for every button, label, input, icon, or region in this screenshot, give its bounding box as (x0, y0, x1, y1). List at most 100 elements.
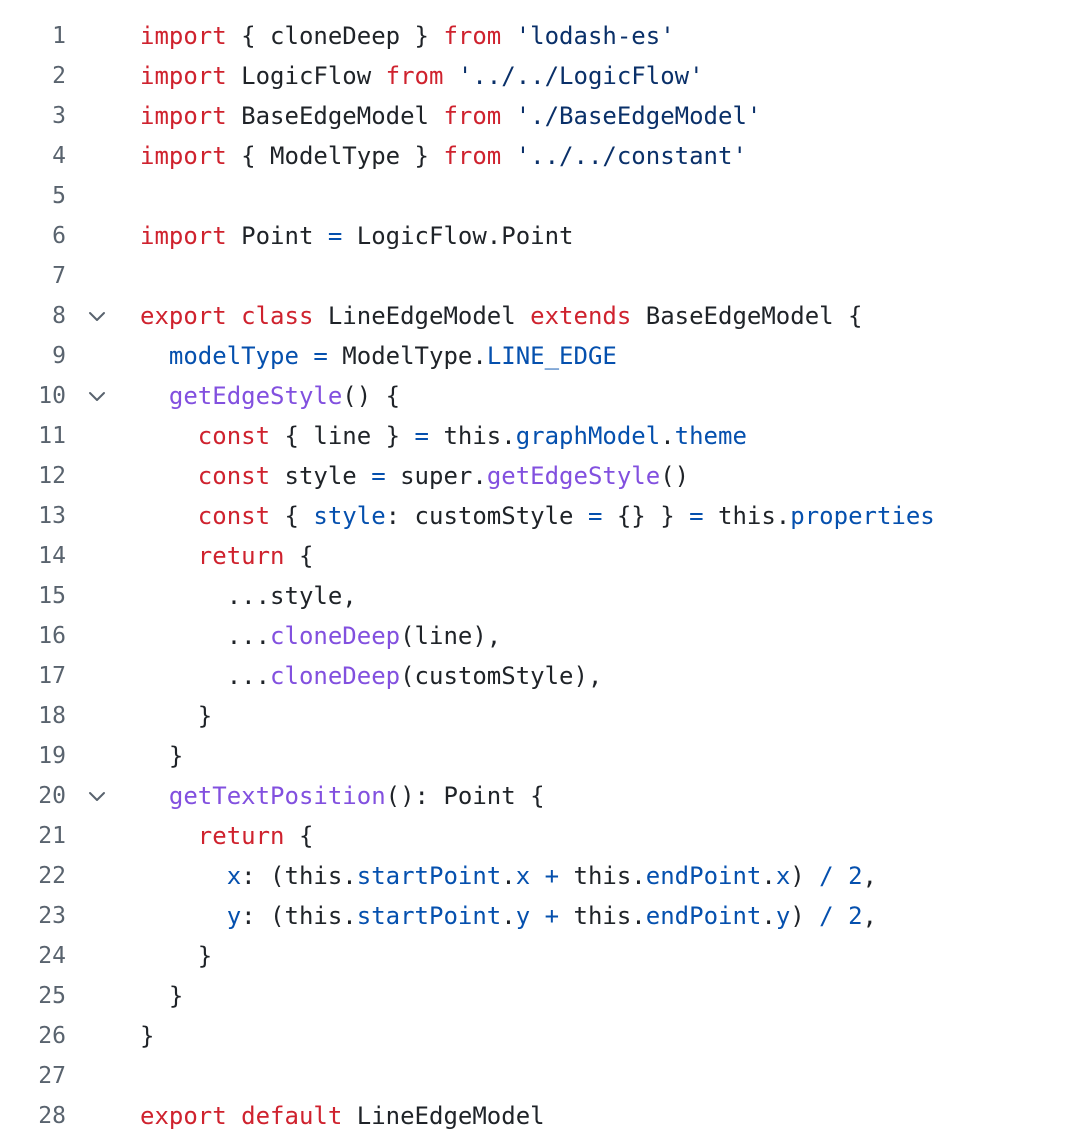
line-number[interactable]: 22 (38, 863, 66, 889)
code-text: export default LineEdgeModel (140, 1096, 545, 1136)
line-number[interactable]: 26 (38, 1023, 66, 1049)
code-line: 14 return { (0, 536, 1078, 576)
code-token-plain (140, 862, 227, 890)
code-line: 3 import BaseEdgeModel from './BaseEdgeMo… (0, 96, 1078, 136)
line-number[interactable]: 10 (38, 383, 66, 409)
code-line: 27 (0, 1056, 1078, 1096)
code-token-constant: / (819, 902, 834, 930)
line-number[interactable]: 27 (38, 1063, 66, 1089)
code-token-constant: startPoint (356, 902, 502, 930)
line-number[interactable]: 9 (52, 343, 66, 369)
code-token-plain: Point (226, 222, 328, 250)
code-line: 11 const { line } = this.graphModel.them… (0, 416, 1078, 456)
code-line: 12 const style = super.getEdgeStyle() (0, 456, 1078, 496)
code-text: } (140, 736, 183, 776)
code-token-string: '../../LogicFlow' (457, 62, 704, 90)
code-token-constant: y (226, 902, 242, 930)
code-token-constant: style (313, 502, 386, 530)
code-token-constant: = (689, 502, 704, 530)
line-number[interactable]: 12 (38, 463, 66, 489)
code-token-constant: graphModel (515, 422, 661, 450)
line-number[interactable]: 1 (52, 23, 66, 49)
code-text: ...cloneDeep(customStyle), (140, 656, 603, 696)
code-token-entity: cloneDeep (270, 622, 401, 650)
code-token-plain (227, 302, 241, 330)
code-token-keyword: extends (530, 302, 632, 330)
code-token-constant: = (587, 502, 603, 530)
code-token-plain: {} } (602, 502, 690, 530)
code-token-plain: . (501, 902, 516, 930)
code-line: 24 } (0, 936, 1078, 976)
chevron-down-icon[interactable] (86, 788, 108, 804)
line-number[interactable]: 24 (38, 943, 66, 969)
line-number[interactable]: 8 (52, 303, 66, 329)
code-token-plain (140, 902, 227, 930)
code-token-plain (443, 62, 457, 90)
code-token-plain (140, 422, 198, 450)
code-text: } (140, 976, 183, 1016)
code-token-plain: . (761, 902, 776, 930)
code-token-plain: , (862, 862, 877, 890)
code-token-plain (140, 542, 198, 570)
code-token-plain: (): Point { (385, 782, 545, 810)
line-number[interactable]: 17 (38, 663, 66, 689)
line-number[interactable]: 16 (38, 623, 66, 649)
code-token-plain: { (284, 822, 314, 850)
code-token-plain (140, 502, 198, 530)
code-text: import BaseEdgeModel from './BaseEdgeMod… (140, 96, 761, 136)
line-number[interactable]: 4 (52, 143, 66, 169)
code-token-plain: . (761, 862, 776, 890)
line-number[interactable]: 13 (38, 503, 66, 529)
line-number[interactable]: 7 (52, 263, 66, 289)
code-token-plain (530, 862, 544, 890)
code-token-keyword: export (140, 1102, 227, 1130)
code-token-constant: endPoint (645, 862, 762, 890)
code-token-constant: modelType (168, 342, 299, 370)
line-number[interactable]: 21 (38, 823, 66, 849)
chevron-down-icon[interactable] (86, 388, 108, 404)
code-line: 15 ...style, (0, 576, 1078, 616)
code-token-constant: x (226, 862, 242, 890)
code-token-entity: getTextPosition (168, 782, 386, 810)
code-line: 10 getEdgeStyle() { (0, 376, 1078, 416)
line-number[interactable]: 11 (38, 423, 66, 449)
code-token-keyword: const (197, 422, 271, 450)
code-token-plain (140, 822, 198, 850)
code-token-constant: properties (790, 502, 935, 530)
code-token-constant: startPoint (356, 862, 502, 890)
chevron-down-icon[interactable] (86, 308, 108, 324)
line-number[interactable]: 19 (38, 743, 66, 769)
line-number[interactable]: 25 (38, 983, 66, 1009)
line-number[interactable]: 18 (38, 703, 66, 729)
code-line: 6 import Point = LogicFlow.Point (0, 216, 1078, 256)
code-line: 23 y: (this.startPoint.y + this.endPoint… (0, 896, 1078, 936)
code-token-plain: , (862, 902, 877, 930)
line-number[interactable]: 2 (52, 63, 66, 89)
line-number[interactable]: 6 (52, 223, 66, 249)
code-token-plain: this. (703, 502, 791, 530)
code-token-keyword: import (140, 22, 227, 50)
line-number[interactable]: 14 (38, 543, 66, 569)
code-text: import Point = LogicFlow.Point (140, 216, 574, 256)
code-token-plain: () (660, 462, 690, 490)
line-number[interactable]: 15 (38, 583, 66, 609)
code-token-constant: x (775, 862, 791, 890)
code-token-keyword: const (197, 502, 271, 530)
code-token-plain: this. (559, 902, 646, 930)
code-token-plain (834, 902, 848, 930)
line-number[interactable]: 5 (52, 183, 66, 209)
code-token-plain (501, 142, 515, 170)
line-number[interactable]: 23 (38, 903, 66, 929)
code-token-constant: + (544, 902, 560, 930)
code-token-plain: . (501, 862, 516, 890)
line-number[interactable]: 28 (38, 1103, 66, 1129)
code-token-plain: { ModelType } (226, 142, 444, 170)
code-line: 17 ...cloneDeep(customStyle), (0, 656, 1078, 696)
code-text: const { line } = this.graphModel.theme (140, 416, 747, 456)
code-line: 18 } (0, 696, 1078, 736)
line-number[interactable]: 20 (38, 783, 66, 809)
line-number[interactable]: 3 (52, 103, 66, 129)
code-text: getEdgeStyle() { (140, 376, 400, 416)
code-line: 20 getTextPosition(): Point { (0, 776, 1078, 816)
